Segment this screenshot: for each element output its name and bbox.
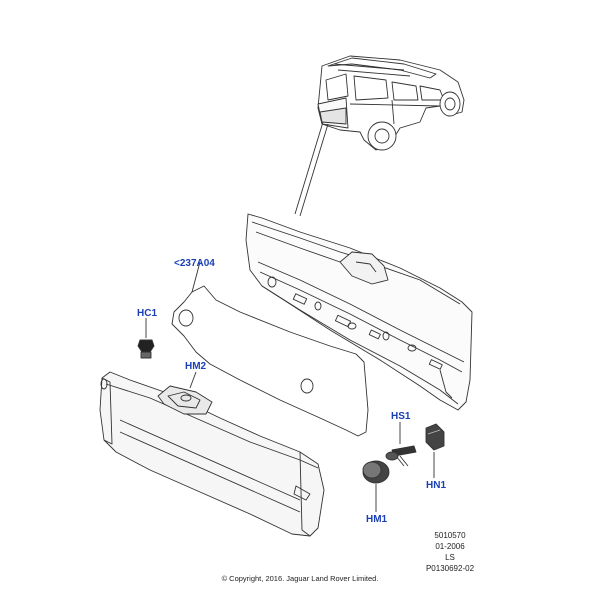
reference-code: LS xyxy=(445,553,455,562)
callout-hm2[interactable]: HM2 xyxy=(185,361,207,372)
callout-hn1[interactable]: HN1 xyxy=(426,480,447,491)
hm1-cap xyxy=(362,460,390,512)
vehicle-illustration xyxy=(317,55,465,151)
copyright-notice: © Copyright, 2016. Jaguar Land Rover Lim… xyxy=(221,574,379,583)
callout-237a04[interactable]: <237A04 xyxy=(174,258,215,269)
callout-hs1[interactable]: HS1 xyxy=(391,411,411,422)
reference-date: 01-2006 xyxy=(435,542,465,551)
seal-gasket xyxy=(171,261,369,437)
reference-part: P0130692-02 xyxy=(425,564,475,573)
hc1-clip xyxy=(137,318,155,359)
callout-hc1[interactable]: HC1 xyxy=(137,308,158,319)
hn1-nut xyxy=(425,423,445,478)
vehicle-leader-lines xyxy=(294,121,329,217)
tailgate-inner-panel xyxy=(245,213,473,411)
callout-hm1[interactable]: HM1 xyxy=(366,514,388,525)
reference-number: 5010570 xyxy=(434,531,466,540)
hs1-screw xyxy=(385,422,417,467)
lower-trim-panel xyxy=(99,371,325,537)
